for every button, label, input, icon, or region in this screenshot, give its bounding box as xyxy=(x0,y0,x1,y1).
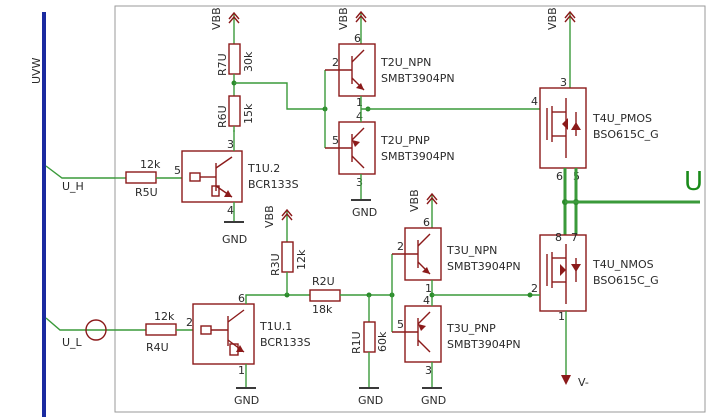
r1u-value: 60k xyxy=(376,331,389,352)
vbb-symbol xyxy=(426,193,438,211)
t2u-npn-pin1: 1 xyxy=(356,96,363,109)
vminus-label: V- xyxy=(578,376,589,389)
t4u-nmos-part: BSO615C_G xyxy=(593,274,659,287)
t3u-npn-ref: T3U_NPN xyxy=(446,244,497,257)
t3u-pnp-transistor xyxy=(392,305,442,363)
vbb-label: VBB xyxy=(210,7,223,30)
r4u-value: 12k xyxy=(154,310,175,323)
wire xyxy=(234,82,325,110)
t1u2-pin3: 3 xyxy=(227,138,234,151)
r1u-body xyxy=(363,321,376,353)
r4u-ref: R4U xyxy=(146,341,169,354)
r4u-body xyxy=(145,323,177,336)
t1u2-ref: T1U.2 xyxy=(247,162,280,175)
wire xyxy=(245,294,310,304)
t4u-nmos-pin8: 8 xyxy=(555,231,562,244)
t1u2-pin4: 4 xyxy=(227,204,234,217)
t1u1-pin6: 6 xyxy=(238,292,245,305)
r3u-ref: R3U xyxy=(269,253,282,276)
t3u-pnp-pin5: 5 xyxy=(397,318,404,331)
junction xyxy=(527,292,533,298)
gnd-label: GND xyxy=(234,394,259,407)
vbb-symbol xyxy=(228,12,240,30)
t4u-pmos-pin4: 4 xyxy=(531,95,538,108)
t3u-pnp-ref: T3U_PNP xyxy=(446,322,496,335)
t4u-pmos-part: BSO615C_G xyxy=(593,128,659,141)
t4u-pmos-pin3: 3 xyxy=(560,76,567,89)
vbb-label: VBB xyxy=(546,7,559,30)
gnd-label: GND xyxy=(421,394,446,407)
t2u-npn-pin6: 6 xyxy=(354,32,361,45)
u-h-wire xyxy=(45,165,115,179)
t1u1-pin2: 2 xyxy=(186,316,193,329)
r3u-value: 12k xyxy=(295,249,308,270)
r6u-body xyxy=(228,95,241,127)
t3u-npn-part: SMBT3904PN xyxy=(447,260,521,273)
t2u-pnp-ref: T2U_PNP xyxy=(380,134,430,147)
vbb-symbol xyxy=(281,209,293,227)
vbb-symbol xyxy=(564,11,576,29)
t2u-pnp-pin5: 5 xyxy=(332,134,339,147)
t2u-npn-transistor xyxy=(325,43,376,97)
t3u-pnp-part: SMBT3904PN xyxy=(447,338,521,351)
r1u-ref: R1U xyxy=(350,331,363,354)
bus-label: UVW xyxy=(30,57,43,84)
t2u-pnp-pin3: 3 xyxy=(356,176,363,189)
t1u1-pin1: 1 xyxy=(238,364,245,377)
r7u-value: 30k xyxy=(242,51,255,72)
gnd-label: GND xyxy=(222,233,247,246)
t4u-nmos-ref: T4U_NMOS xyxy=(592,258,654,271)
r2u-body xyxy=(309,289,341,302)
r6u-value: 15k xyxy=(242,103,255,124)
vbb-symbol xyxy=(355,11,367,29)
u-l-wire xyxy=(45,317,115,331)
u-h-label: U_H xyxy=(62,180,84,193)
r2u-ref: R2U xyxy=(312,275,335,288)
r5u-body xyxy=(125,171,157,184)
t2u-npn-ref: T2U_NPN xyxy=(380,56,431,69)
r5u-value: 12k xyxy=(140,158,161,171)
r7u-ref: R7U xyxy=(216,53,229,76)
t4u-nmos-pin2: 2 xyxy=(531,282,538,295)
r2u-value: 18k xyxy=(312,303,333,316)
sheet-frame xyxy=(114,5,706,413)
vbb-label: VBB xyxy=(263,205,276,228)
t1u2-pin5: 5 xyxy=(174,164,181,177)
gnd-label: GND xyxy=(358,394,383,407)
t3u-npn-pin1: 1 xyxy=(425,282,432,295)
r7u-body xyxy=(228,43,241,75)
t3u-pnp-pin3: 3 xyxy=(425,364,432,377)
t3u-pnp-pin4: 4 xyxy=(423,294,430,307)
t1u1-ref: T1U.1 xyxy=(259,320,292,333)
t1u2-transistor xyxy=(181,150,243,203)
t2u-npn-pin2: 2 xyxy=(332,56,339,69)
t4u-nmos-transistor xyxy=(539,234,587,312)
t2u-pnp-pin4: 4 xyxy=(356,110,363,123)
t2u-pnp-transistor xyxy=(325,121,376,175)
t2u-pnp-part: SMBT3904PN xyxy=(381,150,455,163)
t3u-npn-pin6: 6 xyxy=(423,216,430,229)
vbb-label: VBB xyxy=(337,7,350,30)
t1u1-part: BCR133S xyxy=(260,336,311,349)
t4u-nmos-pin7: 7 xyxy=(571,231,578,244)
t2u-npn-part: SMBT3904PN xyxy=(381,72,455,85)
t4u-nmos-pin1: 1 xyxy=(558,310,565,323)
vminus-symbol xyxy=(561,375,571,385)
r3u-body xyxy=(281,241,294,273)
u-l-label: U_L xyxy=(62,336,83,349)
t4u-pmos-ref: T4U_PMOS xyxy=(592,112,652,125)
t1u1-transistor xyxy=(192,303,255,365)
output-label: U xyxy=(684,167,703,197)
vbb-label: VBB xyxy=(408,189,421,212)
t4u-pmos-pin6: 6 xyxy=(556,170,563,183)
t3u-npn-pin2: 2 xyxy=(397,240,404,253)
t1u2-part: BCR133S xyxy=(248,178,299,191)
t4u-pmos-transistor xyxy=(539,87,587,169)
r6u-ref: R6U xyxy=(216,105,229,128)
gnd-label: GND xyxy=(352,206,377,219)
t3u-npn-transistor xyxy=(392,227,442,281)
test-point xyxy=(85,319,107,341)
r5u-ref: R5U xyxy=(135,186,158,199)
